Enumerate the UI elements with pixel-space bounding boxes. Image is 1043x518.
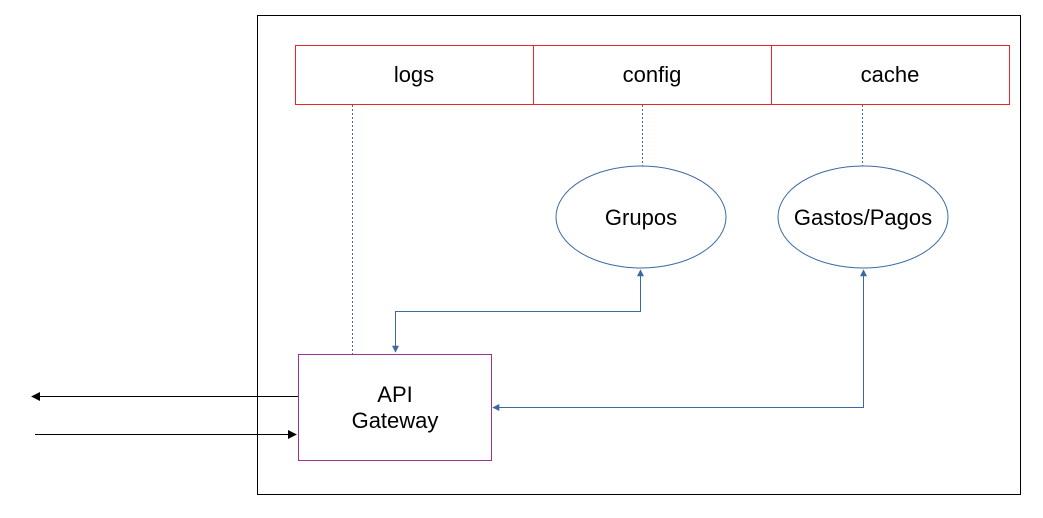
api-gateway-label-line2: Gateway (352, 408, 439, 433)
gateway-grupos-connector (392, 269, 644, 353)
system-boundary (257, 15, 1021, 495)
service-grupos-label: Grupos (605, 205, 677, 230)
api-gateway-label-line1: API (377, 382, 412, 407)
service-grupos: Grupos (555, 165, 727, 269)
store-config: config (533, 45, 772, 105)
api-gateway: API Gateway (298, 354, 492, 461)
gateway-gastos-connector (492, 269, 867, 411)
store-config-label: config (623, 62, 682, 87)
store-cache: cache (771, 45, 1010, 105)
service-gastos-pagos-label: Gastos/Pagos (794, 205, 932, 230)
service-gastos-pagos: Gastos/Pagos (777, 165, 949, 269)
store-logs-label: logs (394, 62, 434, 87)
store-cache-label: cache (861, 62, 920, 87)
store-logs: logs (295, 45, 534, 105)
